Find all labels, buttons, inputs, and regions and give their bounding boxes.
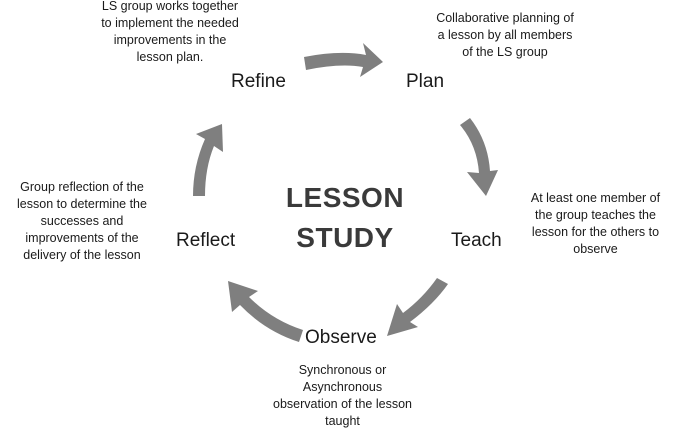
desc-observe-line: observation of the lesson [273, 397, 412, 411]
desc-plan-line: a lesson by all members [437, 28, 573, 42]
desc-reflect-line: lesson to determine the [17, 197, 147, 211]
desc-reflect-line: delivery of the lesson [23, 248, 141, 262]
stage-label-refine: Refine [231, 71, 286, 92]
stage-label-reflect: Reflect [176, 230, 236, 251]
stage-label-plan: Plan [406, 71, 445, 92]
arrow-reflect-to-refine [193, 124, 223, 196]
desc-refine-line: to implement the needed [101, 16, 239, 30]
desc-teach-line: At least one member of [530, 191, 661, 205]
desc-reflect: Group reflection of the lesson to determ… [2, 179, 162, 264]
desc-plan: Collaborative planning of a lesson by al… [405, 10, 605, 61]
desc-plan-line: of the LS group [462, 45, 548, 59]
desc-teach: At least one member of the group teaches… [508, 190, 683, 258]
arrow-teach-to-observe [387, 278, 448, 336]
desc-refine-line: improvements in the [113, 33, 227, 47]
stage-label-teach: Teach [451, 230, 502, 251]
center-title-line1: LESSON [285, 182, 405, 213]
desc-reflect-line: successes and [40, 214, 124, 228]
center-title: LESSON STUDY [245, 178, 445, 258]
desc-teach-line: lesson for the others to [531, 225, 660, 239]
desc-reflect-line: Group reflection of the [20, 180, 144, 194]
stage-label-observe: Observe [305, 327, 377, 348]
desc-refine-line: lesson plan. [136, 50, 204, 64]
desc-refine: LS group works together to implement the… [70, 0, 270, 66]
desc-refine-line: LS group works together [101, 0, 239, 13]
desc-observe-line: Synchronous or [298, 363, 387, 377]
desc-observe-line: taught [325, 414, 360, 428]
desc-teach-line: observe [573, 242, 618, 256]
desc-reflect-line: improvements of the [25, 231, 139, 245]
desc-observe: Synchronous or Asynchronous observation … [250, 362, 435, 430]
desc-plan-line: Collaborative planning of [436, 11, 574, 25]
arrow-refine-to-plan [304, 43, 383, 77]
desc-teach-line: the group teaches the [535, 208, 656, 222]
arrow-plan-to-teach [460, 118, 498, 196]
desc-observe-line: Asynchronous [302, 380, 383, 394]
center-title-line2: STUDY [296, 222, 394, 253]
arrow-observe-to-reflect [228, 281, 303, 342]
